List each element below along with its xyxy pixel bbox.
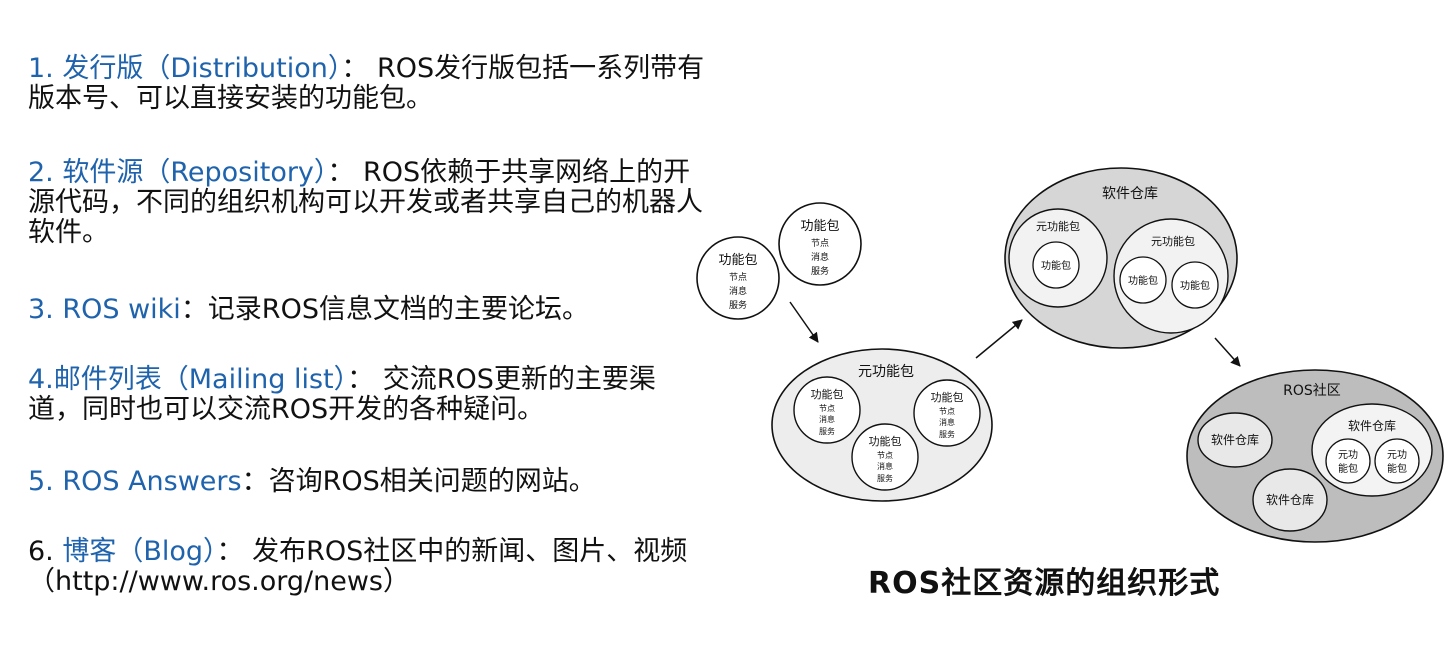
list-item-wiki: 3. ROS wiki：记录ROS信息文档的主要论坛。 (28, 295, 708, 325)
community-repo-left: 软件仓库 (1197, 412, 1273, 468)
package-label: 功能包 (800, 219, 839, 234)
arrow-to-community (1214, 337, 1241, 367)
package-label: 功能包 (1041, 259, 1071, 272)
list-item-distribution: 1. 发行版（Distribution）： ROS发行版包括一系列带有版本号、可… (28, 54, 708, 114)
community-repo-right: 软件仓库 元功 能包 元功 能包 (1311, 403, 1433, 497)
metapackage-circle (1374, 438, 1420, 484)
community-label: ROS社区 (1283, 383, 1341, 399)
repository-label: 软件仓库 (1211, 432, 1259, 447)
community-group: ROS社区 软件仓库 软件仓库 软件仓库 元功 能包 元功 能包 (1186, 369, 1444, 543)
inner-package-bottom: 功能包 节点 消息 服务 (851, 423, 919, 491)
node-label: 节点 (877, 451, 893, 460)
arrow-to-metapackage (789, 301, 819, 343)
term-repository: 2. 软件源（Repository） (28, 157, 328, 188)
list-item-repository: 2. 软件源（Repository）： ROS依赖于共享网络上的开源代码，不同的… (28, 158, 708, 248)
package-circle (1171, 261, 1219, 309)
metapackage-group: 元功能包 功能包 节点 消息 服务 功能包 节点 消息 服务 功能包 节点 消息… (771, 348, 993, 502)
community-repo-bottom: 软件仓库 (1252, 468, 1328, 532)
standalone-package-2: 功能包 节点 消息 服务 (778, 202, 862, 286)
metapackage-label: 元功能包 (1036, 219, 1080, 233)
list-item-blog: 6. 博客（Blog）： 发布ROS社区中的新闻、图片、视频（http://ww… (28, 537, 708, 597)
repository-group: 软件仓库 元功能包 功能包 元功能包 功能包 功能包 (1004, 167, 1238, 349)
metapackage-short-label: 元功 (1387, 449, 1407, 461)
node-label: 节点 (729, 272, 747, 283)
inner-package-right: 功能包 节点 消息 服务 (913, 379, 981, 447)
service-label: 服务 (939, 429, 955, 439)
list-item-mailing-list: 4.邮件列表（Mailing list）： 交流ROS更新的主要渠道，同时也可以… (28, 365, 708, 425)
service-label: 服务 (819, 426, 835, 436)
package-circle (1119, 256, 1167, 304)
node-label: 节点 (811, 238, 829, 249)
service-label: 服务 (811, 265, 829, 277)
term-mailing-list: 4.邮件列表（Mailing list） (28, 364, 348, 395)
repository-label: 软件仓库 (1102, 186, 1158, 202)
standalone-package-1: 功能包 节点 消息 服务 (696, 236, 780, 320)
metapackage-short-label: 能包 (1387, 462, 1407, 475)
message-label: 消息 (939, 417, 955, 427)
service-label: 服务 (729, 299, 747, 311)
package-label: 功能包 (1180, 279, 1210, 292)
message-label: 消息 (729, 285, 747, 297)
package-label: 功能包 (1128, 274, 1158, 287)
metapackage-circle (1325, 438, 1371, 484)
metapackage-label: 元功能包 (858, 364, 914, 380)
node-label: 节点 (939, 407, 955, 416)
node-label: 节点 (819, 404, 835, 413)
diagram-caption: ROS社区资源的组织形式 (868, 566, 1221, 601)
message-label: 消息 (819, 414, 835, 424)
repository-label: 软件仓库 (1266, 492, 1314, 507)
term-wiki: 3. ROS wiki (28, 294, 181, 325)
package-label: 功能包 (811, 387, 844, 401)
desc-mailing-list: ： 交流ROS更新的主要渠道，同时也可以交流ROS开发的各种疑问。 (28, 364, 656, 425)
package-label: 功能包 (931, 390, 964, 404)
term-answers: 5. ROS Answers (28, 466, 242, 497)
desc-answers: ：咨询ROS相关问题的网站。 (241, 466, 596, 497)
inner-package-left: 功能包 节点 消息 服务 (793, 376, 861, 444)
desc-wiki: ：记录ROS信息文档的主要论坛。 (180, 294, 589, 325)
metapackage-label: 元功能包 (1151, 234, 1195, 248)
repo-metapackage-right: 元功能包 功能包 功能包 (1113, 218, 1229, 334)
number-blog: 6. (28, 536, 63, 567)
term-distribution: 1. 发行版（Distribution） (28, 53, 342, 84)
repo-metapackage-left: 元功能包 功能包 (1008, 208, 1108, 308)
term-blog: 博客（Blog） (62, 536, 217, 567)
desc-blog: ： 发布ROS社区中的新闻、图片、视频（http://www.ros.org/n… (28, 536, 688, 597)
desc-distribution: ： ROS发行版包括一系列带有版本号、可以直接安装的功能包。 (28, 53, 705, 114)
list-item-answers: 5. ROS Answers：咨询ROS相关问题的网站。 (28, 467, 708, 497)
package-label: 功能包 (869, 434, 902, 448)
arrow-to-repository (975, 319, 1023, 359)
message-label: 消息 (877, 461, 893, 471)
service-label: 服务 (877, 473, 893, 483)
repository-label: 软件仓库 (1348, 418, 1396, 433)
metapackage-short-label: 元功 (1338, 449, 1358, 461)
package-label: 功能包 (718, 253, 757, 268)
metapackage-short-label: 能包 (1338, 462, 1358, 475)
desc-repository: ： ROS依赖于共享网络上的开源代码，不同的组织机构可以开发或者共享自己的机器人… (28, 157, 703, 248)
package-circle (1032, 241, 1080, 289)
message-label: 消息 (811, 251, 829, 263)
